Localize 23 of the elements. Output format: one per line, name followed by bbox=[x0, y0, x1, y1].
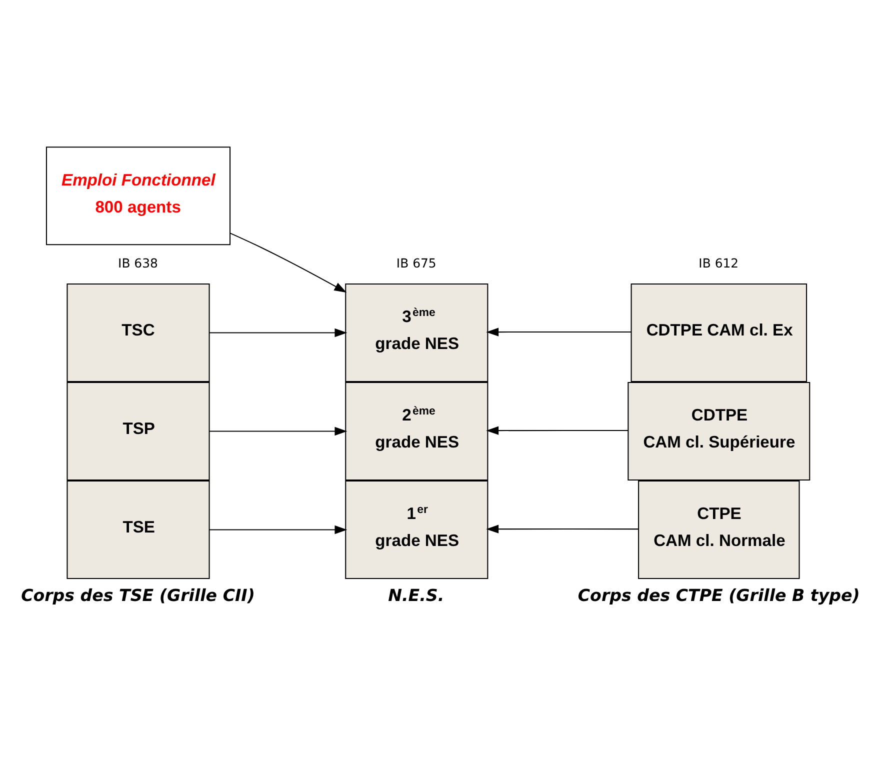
node-box: CDTPE CAM cl. Ex bbox=[630, 283, 808, 382]
arrow bbox=[209, 426, 348, 436]
node-box: TSE bbox=[66, 480, 210, 578]
label: IB 638 bbox=[118, 255, 158, 270]
label: Corps des CTPE (Grille B type) bbox=[578, 586, 860, 605]
node-box: 1$^{er}$ grade NES bbox=[345, 480, 488, 578]
label: Corps des TSE (Grille CII) bbox=[21, 586, 255, 605]
arrow bbox=[209, 524, 348, 534]
node-box: TSC bbox=[66, 283, 210, 382]
arrow bbox=[230, 232, 347, 292]
label: IB 675 bbox=[396, 255, 436, 270]
node-box: 3$^{ème}$ grade NES bbox=[345, 283, 488, 382]
node-box: 2$^{ème}$ grade NES bbox=[345, 382, 488, 480]
arrow bbox=[486, 327, 632, 336]
arrow bbox=[486, 524, 638, 533]
node-box: CTPE CAM cl. Normale bbox=[638, 480, 800, 578]
arrow bbox=[486, 426, 628, 434]
node-box: CDTPE CAM cl. Supérieure bbox=[628, 382, 810, 480]
label: N.E.S. bbox=[388, 586, 444, 605]
label: IB 612 bbox=[698, 255, 739, 270]
node-box: TSP bbox=[66, 382, 210, 480]
node-box: Emploi Fonctionnel 800 agents bbox=[46, 146, 231, 245]
arrow bbox=[209, 328, 348, 337]
